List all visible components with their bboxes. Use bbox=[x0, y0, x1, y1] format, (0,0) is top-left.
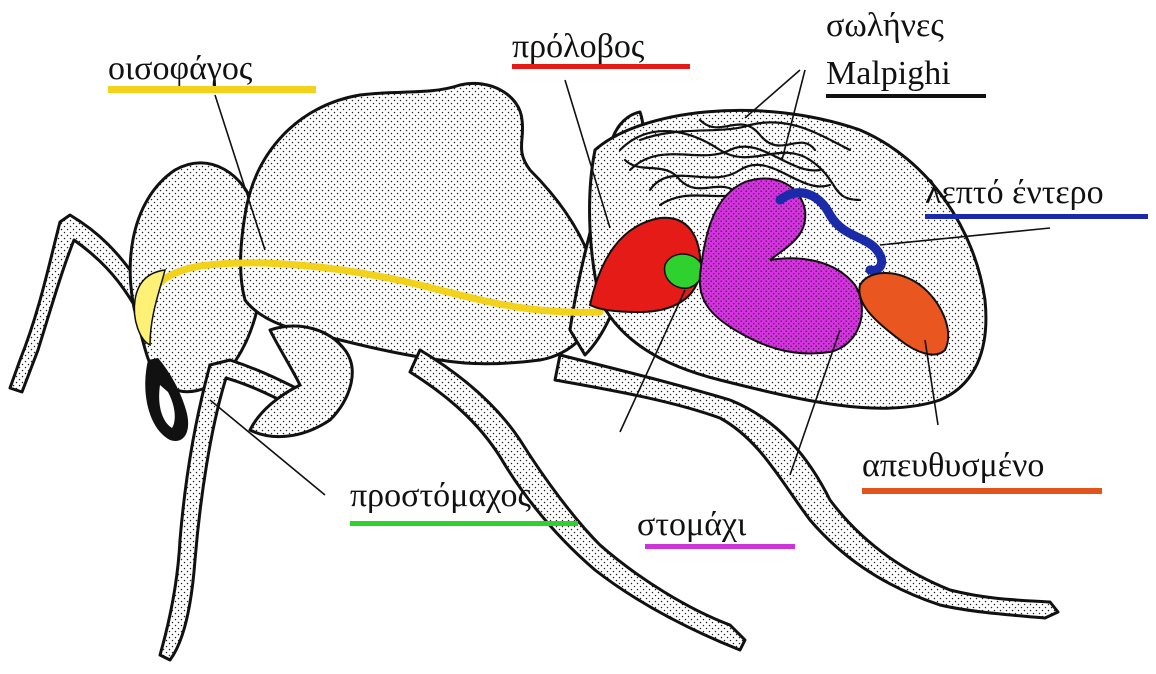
antenna bbox=[10, 215, 150, 392]
label-esophagus-text: οισοφάγος bbox=[108, 50, 253, 87]
proventriculus bbox=[665, 254, 703, 288]
label-crop-text: πρόλοβος bbox=[512, 28, 645, 65]
underline-rectum bbox=[862, 488, 1102, 494]
underline-malpighian bbox=[826, 94, 986, 98]
label-malpighian-line1: σωλήνες bbox=[826, 7, 944, 44]
label-small-intestine: λεπτό έντερο bbox=[925, 174, 1148, 219]
underline-crop bbox=[512, 64, 690, 69]
label-rectum: απευθυσμένο bbox=[862, 447, 1102, 494]
underline-stomach bbox=[645, 544, 795, 549]
label-esophagus: οισοφάγος bbox=[108, 50, 316, 93]
mesosoma bbox=[240, 83, 598, 363]
label-proventriculus-text: προστόμαχος bbox=[350, 477, 532, 514]
underline-esophagus bbox=[108, 86, 316, 93]
label-stomach: στομάχι bbox=[637, 506, 795, 549]
ant-body bbox=[10, 83, 1058, 660]
label-rectum-text: απευθυσμένο bbox=[862, 447, 1044, 484]
label-stomach-text: στομάχι bbox=[637, 506, 746, 543]
underline-proventriculus bbox=[350, 521, 578, 526]
label-malpighian-line2: Malpighi bbox=[826, 55, 951, 92]
label-crop: πρόλοβος bbox=[512, 28, 690, 69]
label-malpighian: σωλήνες Malpighi bbox=[826, 7, 986, 98]
underline-small-intestine bbox=[925, 214, 1148, 219]
label-small-intestine-text: λεπτό έντερο bbox=[925, 174, 1104, 211]
